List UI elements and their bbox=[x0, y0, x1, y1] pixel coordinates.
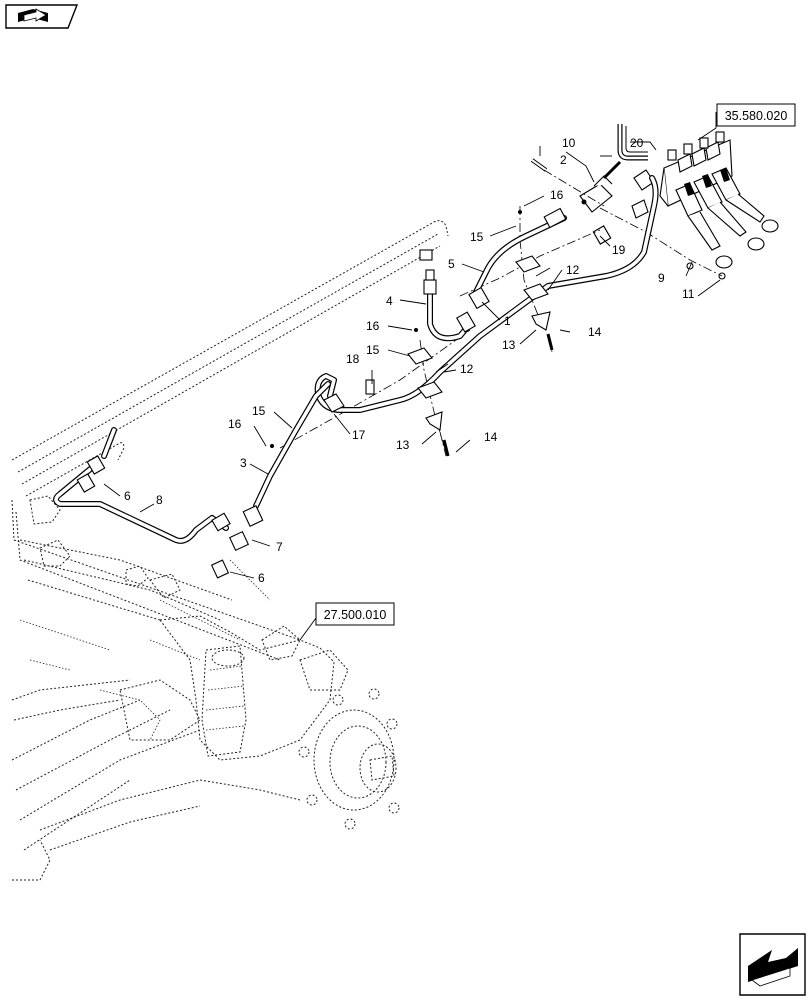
callout-14[interactable]: 14 bbox=[484, 430, 498, 444]
next-page-button[interactable] bbox=[739, 933, 806, 996]
callout-16[interactable]: 16 bbox=[550, 188, 564, 202]
pins-and-valve bbox=[530, 158, 726, 280]
callout-16[interactable]: 16 bbox=[366, 319, 380, 333]
callout-15[interactable]: 15 bbox=[252, 404, 266, 418]
front-axle-ghost bbox=[39, 615, 400, 851]
hydraulic-hoses bbox=[53, 175, 659, 544]
callout-11[interactable]: 11 bbox=[682, 287, 695, 301]
callout-20[interactable]: 20 bbox=[630, 136, 644, 150]
callout-6[interactable]: 6 bbox=[124, 489, 131, 503]
callout-13[interactable]: 13 bbox=[502, 338, 516, 352]
ref-box-valve-label: 35.580.020 bbox=[725, 109, 788, 123]
ref-box-axle[interactable]: 27.500.010 bbox=[315, 602, 395, 626]
ref-box-valve[interactable]: 35.580.020 bbox=[716, 103, 796, 127]
frame-ghost-outline bbox=[11, 220, 449, 881]
callout-12[interactable]: 12 bbox=[460, 362, 474, 376]
callout-labels: 10 2 20 16 15 19 5 12 9 11 4 1 16 14 13 … bbox=[124, 136, 695, 585]
exit-arrow-icon bbox=[748, 948, 798, 987]
callout-6[interactable]: 6 bbox=[258, 571, 265, 585]
prev-page-button[interactable] bbox=[5, 4, 79, 29]
u-bolt-part bbox=[617, 124, 648, 161]
callout-14[interactable]: 14 bbox=[588, 325, 602, 339]
leader-lines bbox=[103, 112, 721, 641]
book-arrow-icon bbox=[18, 8, 48, 22]
callout-5[interactable]: 5 bbox=[448, 257, 455, 271]
callout-7[interactable]: 7 bbox=[276, 540, 283, 554]
callout-4[interactable]: 4 bbox=[386, 294, 393, 308]
callout-1[interactable]: 1 bbox=[504, 314, 511, 328]
callout-16[interactable]: 16 bbox=[228, 417, 242, 431]
callout-15[interactable]: 15 bbox=[366, 343, 380, 357]
callout-10[interactable]: 10 bbox=[562, 136, 576, 150]
assembly-centerlines bbox=[279, 169, 723, 457]
callout-13[interactable]: 13 bbox=[396, 438, 410, 452]
callout-2[interactable]: 2 bbox=[560, 153, 567, 167]
control-valve-block bbox=[659, 131, 779, 269]
callout-15[interactable]: 15 bbox=[470, 230, 484, 244]
callout-18[interactable]: 18 bbox=[346, 352, 360, 366]
callout-19[interactable]: 19 bbox=[612, 243, 626, 257]
callout-3[interactable]: 3 bbox=[240, 456, 247, 470]
callout-9[interactable]: 9 bbox=[658, 271, 665, 285]
callout-17[interactable]: 17 bbox=[352, 428, 366, 442]
fittings-and-clamps bbox=[76, 207, 567, 579]
ref-box-axle-label: 27.500.010 bbox=[324, 608, 387, 622]
callout-12[interactable]: 12 bbox=[566, 263, 580, 277]
callout-8[interactable]: 8 bbox=[156, 493, 163, 507]
